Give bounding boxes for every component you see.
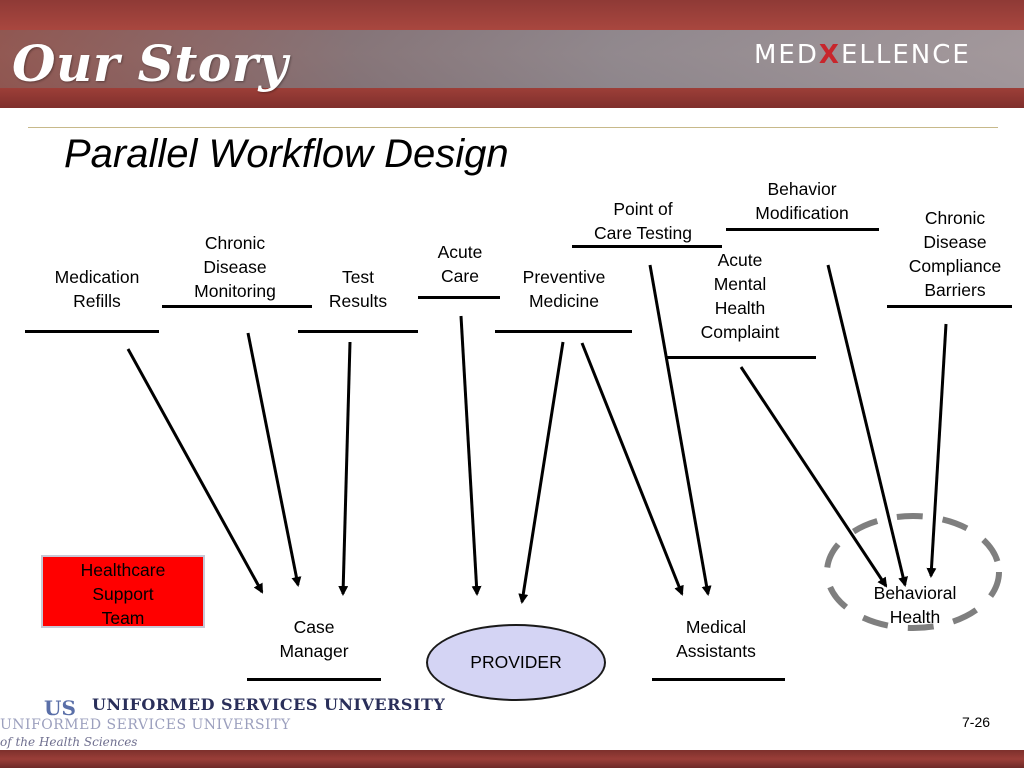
provider-ellipse: PROVIDER [426, 624, 606, 701]
underline-case-manager [247, 678, 381, 681]
footer-bar [0, 750, 1024, 768]
label-case-manager: Case Manager [279, 617, 349, 661]
provider-label: PROVIDER [470, 652, 562, 672]
arrow-preventive-to-provider [518, 341, 565, 604]
behavioral-health-dashed-circle [824, 513, 1002, 631]
arrow-compliance-to-behavioral-health [926, 323, 948, 578]
arrow-preventive-to-medical-assistants [580, 342, 684, 596]
label-test-results: Test Results [328, 267, 388, 311]
logo-x-mark: X [818, 40, 841, 70]
underline-behavior-modification [726, 228, 879, 231]
arrow-test-results-to-case-manager [338, 341, 352, 596]
arrow-monitoring-to-case-manager [246, 332, 302, 587]
subtitle: Parallel Workflow Design [64, 132, 509, 176]
underline-medication-refills [25, 330, 159, 333]
arrow-point-of-care-to-medical-assistants [648, 264, 712, 596]
healthcare-support-team-box: Healthcare Support Team [41, 555, 205, 628]
slide-number: 7-26 [962, 714, 991, 730]
title-rule [28, 127, 998, 128]
usu-seal-icon: US [44, 696, 76, 720]
arrow-refills-to-case-manager [126, 348, 264, 594]
label-behavior-modification: Behavior Modification [755, 179, 849, 223]
arrow-behavior-modification-to-behavioral-health [826, 264, 908, 587]
usu-name-shadow: UNIFORMED SERVICES UNIVERSITY [0, 717, 291, 733]
label-behavioral-health: Behavioral Health [873, 583, 957, 627]
underline-acute-mental-health [666, 356, 816, 359]
medexcellence-logo: MEDXELLENCE [754, 40, 971, 70]
label-preventive-medicine: Preventive Medicine [522, 267, 606, 311]
label-acute-care: Acute Care [437, 242, 483, 286]
underline-point-of-care-testing [572, 245, 722, 248]
arrow-mental-health-to-behavioral-health [739, 366, 888, 588]
usu-subtitle: of the Health Sciences [0, 735, 138, 749]
label-chronic-disease-compliance: Chronic Disease Compliance Barriers [908, 208, 1002, 300]
label-medication-refills: Medication Refills [54, 267, 140, 311]
label-point-of-care-testing: Point of Care Testing [594, 199, 692, 243]
underline-acute-care [418, 296, 500, 299]
underline-chronic-disease-monitoring [162, 305, 312, 308]
underline-test-results [298, 330, 418, 333]
logo-text-right: ELLENCE [840, 40, 971, 70]
header-band [0, 30, 1024, 88]
underline-medical-assistants [652, 678, 785, 681]
label-acute-mental-health: Acute Mental Health Complaint [700, 250, 780, 342]
arrow-acute-care-to-provider [459, 315, 482, 596]
label-chronic-disease-monitoring: Chronic Disease Monitoring [194, 233, 276, 301]
usu-name: UNIFORMED SERVICES UNIVERSITY [92, 695, 446, 714]
label-medical-assistants: Medical Assistants [676, 617, 756, 661]
underline-chronic-disease-compliance [887, 305, 1012, 308]
underline-preventive-medicine [495, 330, 632, 333]
logo-text-left: MED [754, 40, 819, 70]
slide-title: Our Story [12, 34, 289, 93]
